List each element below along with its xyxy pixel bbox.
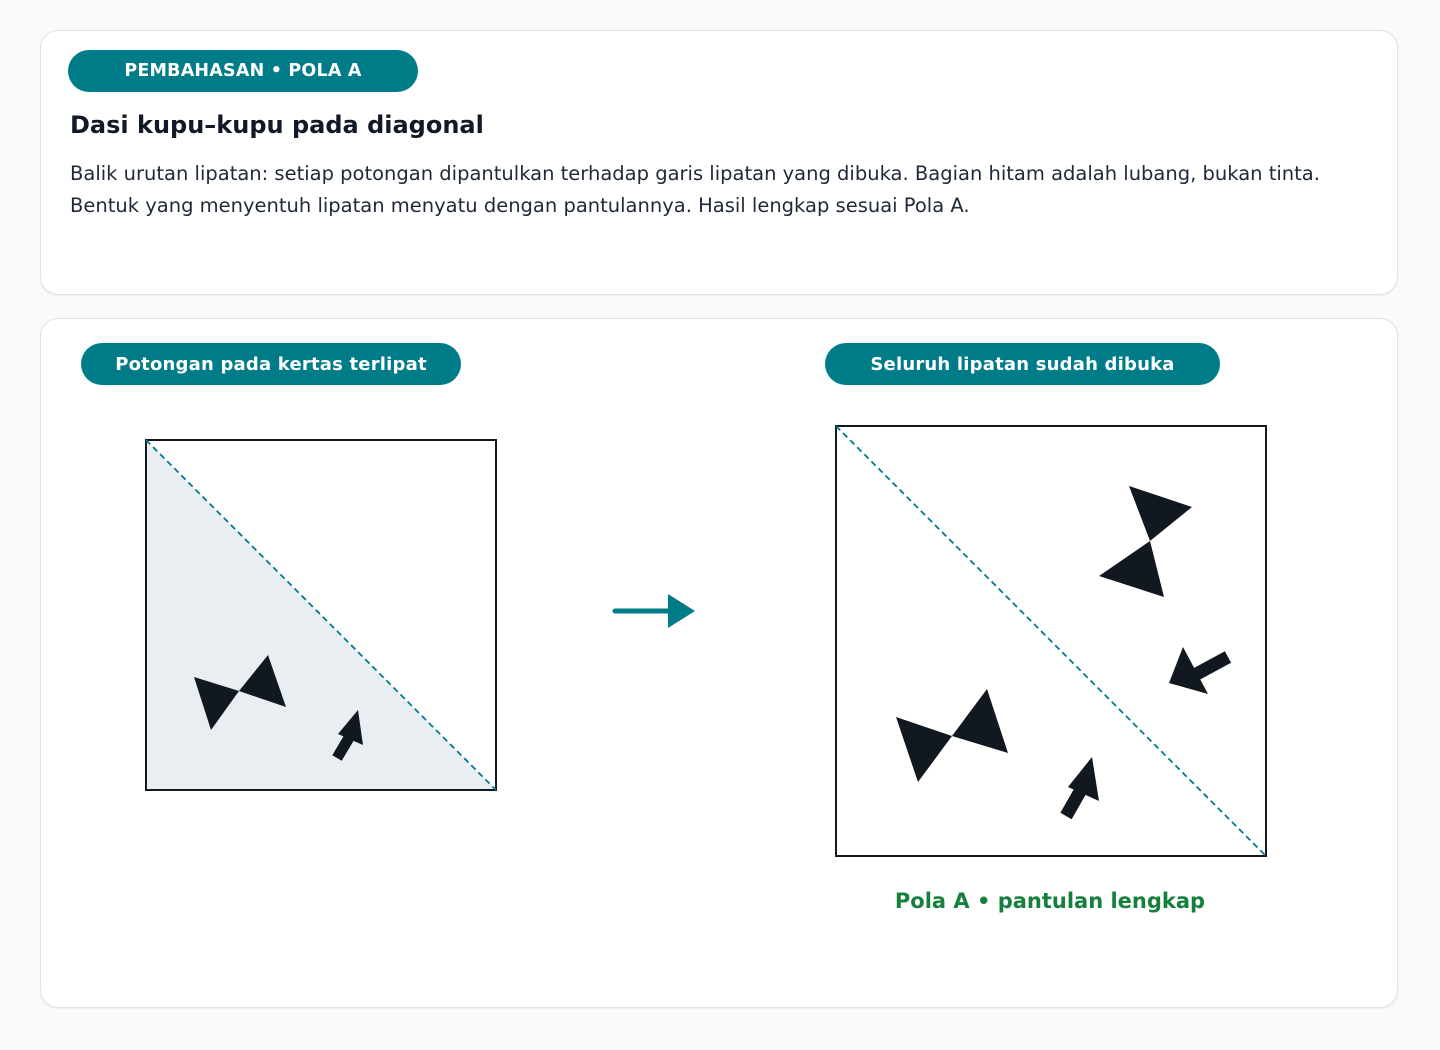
folded-paper — [145, 439, 497, 791]
arrow-right-icon — [612, 594, 695, 628]
bowtie-hole-right — [952, 689, 1008, 753]
section-tag: PEMBAHASAN • POLA A — [68, 50, 418, 92]
bowtie-reflection-top — [1129, 486, 1192, 541]
bowtie-cut — [194, 655, 286, 730]
unfolded-panel-label: Seluruh lipatan sudah dibuka — [825, 343, 1220, 385]
arrow-reflection — [1169, 647, 1232, 694]
page-title: Dasi kupu–kupu pada diagonal — [70, 111, 484, 139]
arrow-hole-head — [1068, 757, 1099, 801]
bowtie-hole — [896, 689, 1008, 782]
unfolded-paper — [835, 425, 1267, 857]
explanation-card: PEMBAHASAN • POLA A Dasi kupu–kupu pada … — [40, 30, 1398, 295]
result-caption: Pola A • pantulan lengkap — [894, 889, 1206, 913]
arrow-reflection-head — [1169, 647, 1208, 694]
fold-diagram — [145, 425, 1267, 857]
fold-line — [145, 439, 497, 791]
bowtie-reflection-bottom — [1099, 541, 1164, 597]
folded-panel-label: Potongan pada kertas terlipat — [81, 343, 461, 385]
bowtie-hole-left — [896, 717, 952, 782]
bowtie-left-triangle — [194, 677, 239, 730]
arrow-hole — [1060, 757, 1099, 820]
bowtie-reflection — [1099, 486, 1192, 597]
unfolded-fold-line — [835, 425, 1267, 857]
arrow-cut — [332, 710, 363, 761]
arrow-cut-head — [338, 710, 363, 745]
folded-paper-outline — [145, 439, 497, 791]
bowtie-right-triangle — [239, 655, 286, 707]
explanation-text: Balik urutan lipatan: setiap potongan di… — [70, 162, 1320, 217]
diagram-card: Potongan pada kertas terlipat Seluruh li… — [40, 318, 1398, 1008]
